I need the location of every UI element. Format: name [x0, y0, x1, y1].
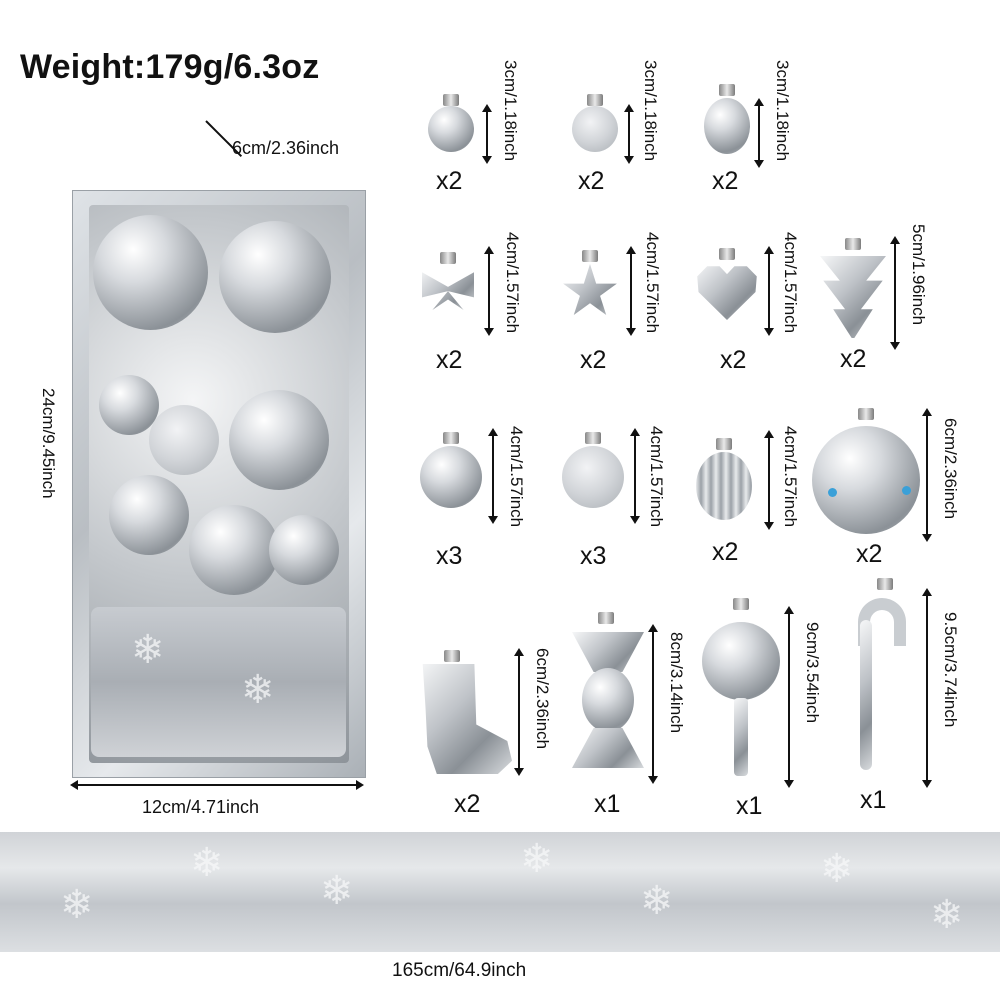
- ornament-glitter-ball: [810, 408, 922, 538]
- ornament-size-15: 9.5cm/3.74inch: [941, 612, 960, 728]
- size-arrow-4: [484, 246, 494, 336]
- snowflake-icon: ❄: [820, 847, 854, 891]
- ornament-qty-7: x2: [840, 345, 867, 373]
- ornament-qty-5: x2: [580, 346, 607, 374]
- size-arrow-2: [624, 104, 634, 164]
- size-arrow-15: [922, 588, 932, 788]
- ornament-size-3: 3cm/1.18inch: [773, 60, 792, 162]
- box-star: [269, 515, 339, 585]
- snowflake-icon: ❄: [930, 893, 964, 937]
- snowflake-icon: ❄: [131, 628, 165, 672]
- ornament-size-2: 3cm/1.18inch: [641, 60, 660, 162]
- ornament-qty-9: x3: [580, 542, 607, 570]
- ornament-size-6: 4cm/1.57inch: [781, 232, 800, 334]
- snowflake-icon: ❄: [190, 841, 224, 885]
- ornament-shiny-ball-small-2: [702, 84, 752, 164]
- snowflake-icon: ❄: [320, 869, 354, 913]
- ornament-bow: [418, 252, 478, 322]
- ornament-star: [560, 250, 620, 325]
- size-arrow-12: [514, 648, 524, 776]
- ornament-lollipop: [700, 598, 782, 778]
- ornament-qty-8: x3: [436, 542, 463, 570]
- size-arrow-13: [648, 624, 658, 784]
- ornament-qty-11: x2: [856, 540, 883, 568]
- ornament-qty-4: x2: [436, 346, 463, 374]
- size-arrow-14: [784, 606, 794, 788]
- box-ribbon-roll: ❄ ❄: [91, 607, 346, 757]
- box-width-label: 12cm/4.71inch: [142, 797, 260, 817]
- box-contents: [89, 205, 349, 763]
- ornament-boot: [414, 650, 514, 780]
- ornament-qty-12: x2: [454, 790, 481, 818]
- ornament-size-4: 4cm/1.57inch: [503, 232, 522, 334]
- ornament-qty-2: x2: [578, 167, 605, 195]
- ornament-matte-ball-small: [570, 94, 620, 164]
- ornament-tree: [818, 238, 888, 346]
- size-arrow-8: [488, 428, 498, 524]
- size-arrow-6: [764, 246, 774, 336]
- ornament-shiny-ball-medium: [418, 432, 484, 518]
- box-boot: [189, 505, 279, 595]
- size-arrow-9: [630, 428, 640, 524]
- snowflake-icon: ❄: [241, 668, 275, 712]
- ornament-size-8: 4cm/1.57inch: [507, 426, 526, 528]
- box-height-label: 24cm/9.45inch: [39, 388, 58, 499]
- ornament-heart: [694, 248, 760, 328]
- ornament-candy: [568, 612, 648, 782]
- weight-label: Weight:179g/6.3oz: [20, 48, 320, 86]
- ornament-qty-1: x2: [436, 167, 463, 195]
- ornament-qty-13: x1: [594, 790, 621, 818]
- snowflake-icon: ❄: [60, 883, 94, 927]
- box-ribbed-ball: [109, 475, 189, 555]
- size-arrow-5: [626, 246, 636, 336]
- ornament-size-13: 8cm/3.14inch: [667, 632, 686, 734]
- box-depth-label: 6cm/2.36inch: [232, 138, 340, 158]
- box-matte-ball: [149, 405, 219, 475]
- box-glitter-ball-2: [219, 221, 331, 333]
- ornament-matte-ball-medium: [560, 432, 626, 518]
- ornament-size-9: 4cm/1.57inch: [647, 426, 666, 528]
- ornament-size-12: 6cm/2.36inch: [533, 648, 552, 750]
- ornament-qty-3: x2: [712, 167, 739, 195]
- ornament-size-7: 5cm/1.96inch: [909, 224, 928, 326]
- ribbon-strip: ❄ ❄ ❄ ❄ ❄ ❄ ❄: [0, 832, 1000, 952]
- ornament-ribbed-ball: [694, 438, 754, 528]
- snowflake-icon: ❄: [520, 837, 554, 881]
- snowflake-icon: ❄: [640, 879, 674, 923]
- box-glitter-ball-1: [93, 215, 208, 330]
- ornament-qty-15: x1: [860, 786, 887, 814]
- ribbon-length-label: 165cm/64.9inch: [392, 960, 527, 981]
- ornament-size-10: 4cm/1.57inch: [781, 426, 800, 528]
- size-arrow-11: [922, 408, 932, 542]
- ornament-shiny-ball-small: [426, 94, 476, 164]
- size-arrow-10: [764, 430, 774, 530]
- ornament-size-5: 4cm/1.57inch: [643, 232, 662, 334]
- ornament-candy-cane: [852, 578, 922, 778]
- ornament-size-11: 6cm/2.36inch: [941, 418, 960, 520]
- ornament-size-1: 3cm/1.18inch: [501, 60, 520, 162]
- size-arrow-3: [754, 98, 764, 168]
- ornament-box: ❄ ❄: [72, 190, 366, 778]
- box-width-arrow: [70, 780, 364, 790]
- size-arrow-7: [890, 236, 900, 350]
- ornament-qty-10: x2: [712, 538, 739, 566]
- size-arrow-1: [482, 104, 492, 164]
- ornament-qty-6: x2: [720, 346, 747, 374]
- box-shiny-ball: [99, 375, 159, 435]
- ornament-size-14: 9cm/3.54inch: [803, 622, 822, 724]
- ornament-qty-14: x1: [736, 792, 763, 820]
- box-lollipop: [229, 390, 329, 490]
